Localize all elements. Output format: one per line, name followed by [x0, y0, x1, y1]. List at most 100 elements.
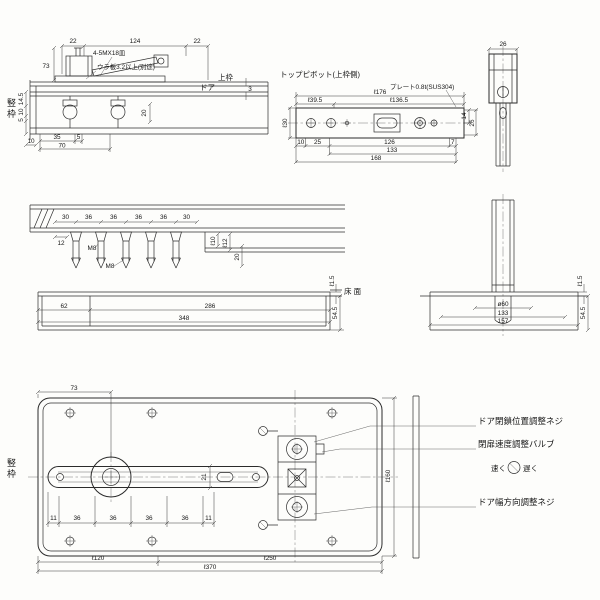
dim-168: 168: [371, 155, 382, 162]
dim-14-5: 14.5: [18, 92, 25, 105]
plan-spacing-36-a: 36: [73, 515, 81, 522]
view-top-pivot-plate: トップピボット(上枠側) プレート0.8t(SUS304) ℓ176 ℓ39.5…: [280, 69, 479, 165]
dim-dia-60: ø60: [497, 301, 508, 308]
roller-mount-b: [110, 99, 126, 107]
dim-l12: ℓ12: [222, 238, 229, 248]
label-width-adjust-screw: ドア幅方向調整ネジ: [478, 497, 555, 507]
dim-124: 124: [130, 38, 141, 45]
plan-spacing-11-b: 11: [205, 515, 212, 522]
rail-lines: [29, 204, 345, 253]
dim-54-5-left: 54.5: [332, 306, 339, 319]
screw-slots-and-crosses: [259, 427, 303, 529]
dim-l120: ℓ120: [92, 555, 105, 562]
unit-roller-top-outer: [286, 438, 308, 460]
arm-end-pin: [157, 57, 165, 65]
view6-dimension-lines: [35, 389, 397, 574]
mount-hole-crosses: [64, 407, 338, 547]
label-m8-b: M8: [106, 263, 115, 270]
anchor-bolts: [70, 231, 182, 269]
label-speed-valve: 閉扉速度調整バルブ: [478, 439, 555, 449]
hydraulic-unit: [267, 430, 325, 526]
dim-7: 7: [451, 139, 455, 146]
dim-l160: ℓ160: [385, 469, 392, 482]
view-shoe-section: ø60 133 157 ℓ1.5 54.5: [420, 194, 591, 336]
spacing-30-b: 30: [183, 214, 191, 221]
pivot-side-hole: [497, 86, 509, 98]
dim-70: 70: [58, 143, 66, 150]
dim-3: 3: [248, 86, 252, 93]
spacing-36-b: 36: [110, 214, 118, 221]
label-leader-lines: [313, 425, 476, 515]
label-m8-a: M8: [88, 245, 97, 252]
spacing-30-a: 30: [62, 214, 70, 221]
adjust-bar: [47, 466, 269, 488]
dim-26-plate: 26: [469, 119, 476, 127]
dim-l370: ℓ370: [204, 564, 217, 571]
speed-valve-slot: [509, 463, 519, 472]
view4-dimension-lines: [35, 219, 344, 333]
roller-mount-a: [62, 99, 78, 107]
dim-35: 35: [53, 134, 61, 141]
spindle-hole-cross: [105, 471, 117, 483]
pivot-bracket: [65, 55, 93, 77]
dim-5-left: 5: [18, 118, 25, 122]
dim-54-5-right: 54.5: [580, 306, 587, 319]
dim-25: 25: [314, 139, 322, 146]
spindle-center: [294, 475, 300, 481]
dim-10-left: 10: [18, 108, 25, 116]
spacing-36-a: 36: [85, 214, 93, 221]
bar-slot: [216, 472, 234, 482]
frame-label-top: 竪枠: [6, 98, 16, 120]
dim-l1-5-left: ℓ1.5: [329, 275, 336, 286]
plate-window: [373, 113, 401, 133]
note-leaders: [85, 56, 113, 80]
dim-5-bottom: 5: [77, 134, 81, 141]
plate-hole-crosses: [306, 89, 457, 129]
floor-plate-outer: [37, 397, 383, 557]
dim-10: 10: [297, 139, 305, 146]
spacing-36-d: 36: [160, 214, 168, 221]
roller-b: [110, 104, 126, 120]
plan-spacing-36-d: 36: [181, 515, 189, 522]
dim-348: 348: [179, 315, 190, 322]
label-floor-level: 床 面: [344, 286, 362, 296]
label-door: ドア: [200, 83, 215, 92]
dim-133-case: 133: [498, 310, 509, 317]
dim-133-plate: 133: [387, 147, 398, 154]
dim-l39-5: ℓ39.5: [308, 97, 323, 104]
door-frame-edge: [412, 395, 420, 559]
pivot-arm: [91, 56, 159, 77]
dim-62: 62: [60, 303, 68, 310]
floor-plate-inner: [42, 402, 378, 552]
pivot-body-detail: [489, 54, 517, 167]
plan-spacing-36-c: 36: [145, 515, 153, 522]
note-backplate: ウラ板3.2以上(別途): [97, 62, 155, 71]
view3-dimension-lines: [486, 46, 520, 54]
view-top-pivot-side: 26: [486, 41, 520, 172]
view5-dimension-lines: [427, 284, 591, 333]
dim-l176: ℓ176: [374, 89, 387, 96]
spacing-36-c: 36: [135, 214, 143, 221]
view-top-pivot-elevation: 22 124 22 73 4-5MX18皿 ウラ板3.2以上(別途) 上枠 ドア…: [18, 38, 269, 152]
dim-73: 73: [42, 63, 50, 70]
dim-12: 12: [57, 240, 65, 247]
view-floor-hinge-plan: 73 ℓ160 21 11 36 36 36 36 11 ℓ120 ℓ250 ℓ…: [28, 385, 563, 574]
dim-26-side: 26: [499, 41, 507, 48]
label-close-position-screw: ドア閉鎖位置調整ネジ: [478, 416, 563, 426]
speed-valve-icon: [507, 461, 521, 474]
adjust-screw-bottom: [258, 520, 268, 530]
pivot-side-slot: [499, 107, 507, 119]
plan-spacing-11-a: 11: [50, 515, 57, 522]
view-rail-section: 30 36 36 36 36 30 12 M8 M8 ℓ10 ℓ12 20 62…: [29, 204, 362, 333]
unit-roller-bottom-outer: [286, 496, 308, 518]
dim-10-bottom: 10: [27, 138, 35, 145]
dim-73-plan: 73: [70, 385, 78, 392]
dim-157: 157: [498, 318, 509, 325]
dim-l10: ℓ10: [210, 236, 217, 246]
dim-22-right: 22: [193, 38, 201, 45]
plan-spacing-36-b: 36: [109, 515, 117, 522]
view1-dimension-lines: [23, 43, 247, 152]
pivot-plate-title: トップピボット(上枠側): [280, 69, 360, 79]
